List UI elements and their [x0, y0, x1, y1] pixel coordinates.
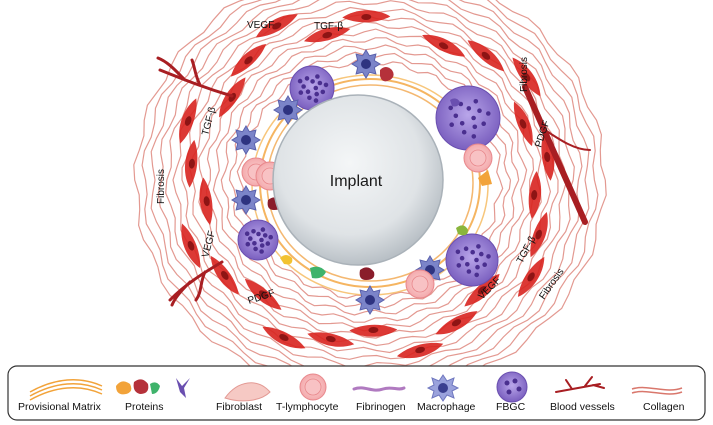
- fibroblast: [512, 57, 541, 97]
- fibroblast: [179, 98, 197, 144]
- fibroblast: [210, 255, 239, 295]
- legend-item-blood-vessels: Blood vessels: [550, 376, 615, 413]
- fibrinogen-icon: [352, 386, 406, 392]
- fibroblast: [513, 101, 533, 147]
- blood-vessel-bottom-left: [168, 260, 224, 307]
- legend-item-fibrinogen: Fibrinogen: [352, 386, 406, 413]
- legend-label: Fibroblast: [216, 401, 262, 413]
- protein-cluster: [456, 225, 468, 236]
- legend-label: Collagen: [643, 401, 685, 413]
- fibroblast: [422, 34, 466, 57]
- fibrosis-label-left: Fibrosis: [156, 169, 167, 204]
- macrophage: [351, 49, 381, 79]
- collagen-fibre: [228, 51, 512, 309]
- legend-item-fbgc: FBGC: [496, 371, 528, 413]
- fibroblast: [517, 256, 545, 297]
- fibroblast: [262, 326, 306, 349]
- legend-label: Provisional Matrix: [18, 401, 102, 413]
- collagen-fibre: [133, 0, 607, 398]
- legend: Provisional Matrix Proteins Fibroblast T…: [7, 365, 706, 421]
- fibroblast: [467, 40, 505, 72]
- macrophage: [273, 95, 303, 125]
- fibroblast: [307, 332, 355, 347]
- legend-item-fibroblast: Fibroblast: [216, 382, 271, 413]
- collagen-fibre: [165, 0, 575, 368]
- collagen-fibre: [150, 0, 590, 384]
- vegf-label-top: VEGF: [247, 20, 274, 31]
- t-lymphocyte: [463, 143, 493, 173]
- legend-label: FBGC: [496, 401, 526, 413]
- blood-vessel-right: [522, 84, 588, 225]
- macrophage: [231, 125, 261, 155]
- legend-item-t-lymphocyte: T-lymphocyte: [276, 373, 339, 413]
- macrophage-cells: [231, 49, 445, 315]
- protein-cluster: [380, 67, 394, 82]
- fibroblast: [541, 133, 555, 181]
- legend-item-proteins: Proteins: [116, 378, 190, 413]
- legend-frame: [7, 365, 706, 421]
- fibroblast: [528, 171, 542, 219]
- fbgc-cells: [237, 65, 501, 287]
- fibroblast: [464, 273, 500, 307]
- fibroblast: [435, 311, 478, 335]
- tgf-beta-label-top: TGF-β: [314, 21, 343, 32]
- fibroblast-icon: [224, 382, 271, 402]
- fibroblast: [349, 324, 398, 337]
- vegf-label-left: VEGF: [200, 230, 218, 259]
- macrophage: [231, 185, 261, 215]
- legend-item-macrophage: Macrophage: [417, 374, 476, 413]
- implant-label: Implant: [330, 173, 383, 190]
- legend-label: T-lymphocyte: [276, 401, 339, 413]
- tgf-beta-label-left: TGF-β: [200, 106, 218, 137]
- legend-item-collagen: Collagen: [631, 386, 685, 413]
- legend-label: Blood vessels: [550, 401, 615, 413]
- provisional-matrix-icon: [29, 379, 103, 401]
- collagen-fibre: [141, 0, 599, 392]
- collagen-fibre: [220, 44, 520, 316]
- fbgc: [435, 85, 501, 151]
- protein-cluster: [280, 255, 293, 265]
- fibroblast: [199, 177, 213, 225]
- protein-cluster: [310, 266, 326, 279]
- proteins-icon: [116, 378, 190, 398]
- legend-label: Macrophage: [417, 401, 476, 413]
- t-lymphocyte-icon: [299, 373, 327, 401]
- fibroblast: [530, 211, 548, 258]
- collagen-icon: [631, 386, 683, 395]
- fbgc: [445, 233, 499, 287]
- blood-vessel-left-top: [156, 56, 234, 98]
- fbgc-icon: [496, 371, 528, 403]
- fibroblast-cells: [179, 10, 555, 359]
- fibroblast: [342, 10, 391, 23]
- macrophage-icon: [426, 374, 460, 402]
- fibrosis-label-top-right: Fibrosis: [519, 57, 530, 92]
- legend-label: Fibrinogen: [356, 401, 406, 413]
- t-lymphocyte: [405, 269, 435, 299]
- fibroblast: [304, 26, 351, 43]
- protein-cluster: [359, 267, 375, 280]
- legend-label: Proteins: [125, 401, 164, 413]
- protein-cluster: [450, 98, 460, 107]
- collagen-fibre: [157, 0, 583, 377]
- fibroblast: [184, 139, 198, 188]
- collagen-fibre: [172, 0, 568, 360]
- fibroblast: [181, 223, 201, 269]
- fibroblast: [396, 342, 444, 359]
- fibroblast: [230, 44, 267, 77]
- macrophage: [355, 285, 385, 315]
- blood-vessels: [156, 56, 591, 307]
- protein-cluster: [478, 170, 492, 186]
- fibroblast: [244, 278, 282, 310]
- blood-vessel-right-branch: [544, 129, 591, 151]
- collagen-fibre: [212, 37, 528, 323]
- fbgc: [237, 219, 279, 261]
- blood-vessels-icon: [555, 376, 605, 393]
- legend-item-provisional-matrix: Provisional Matrix: [18, 379, 103, 413]
- fibroblast: [255, 14, 298, 38]
- implant: Implant: [272, 94, 444, 266]
